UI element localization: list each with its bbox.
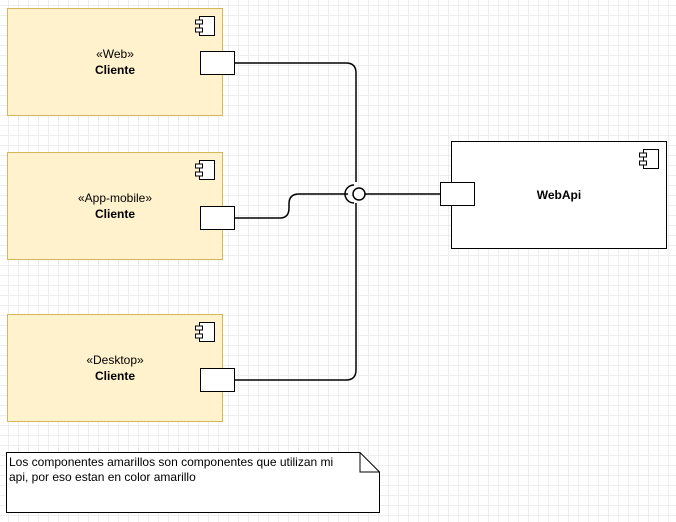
desktop-client-port[interactable] — [200, 368, 235, 392]
web-to-interface-line — [235, 62, 357, 182]
note[interactable]: Los componentes amarillos son componente… — [6, 452, 380, 513]
mobile-client-port[interactable] — [200, 206, 235, 230]
component-icon — [195, 16, 215, 36]
webapi-port[interactable] — [440, 182, 475, 206]
mobile-client-name: Cliente — [94, 207, 135, 221]
note-shape — [6, 452, 380, 513]
component-icon — [195, 160, 215, 180]
mobile-to-interface-line — [235, 193, 348, 219]
desktop-to-interface-line — [235, 203, 357, 381]
provided-interface-ball — [352, 187, 366, 201]
note-text: Los componentes amarillos son componente… — [9, 455, 334, 484]
component-icon — [639, 149, 659, 169]
component-icon — [195, 322, 215, 342]
webapi-component[interactable]: WebApi — [451, 141, 667, 249]
web-client-name: Cliente — [94, 63, 135, 77]
web-client-component[interactable]: «Web» Cliente — [7, 8, 223, 116]
mobile-client-stereotype: «App-mobile» — [77, 191, 153, 205]
desktop-client-component[interactable]: «Desktop» Cliente — [7, 314, 223, 422]
desktop-client-stereotype: «Desktop» — [86, 353, 144, 367]
webapi-name: WebApi — [536, 188, 582, 202]
mobile-client-component[interactable]: «App-mobile» Cliente — [7, 152, 223, 260]
web-client-stereotype: «Web» — [96, 47, 134, 61]
web-client-port[interactable] — [200, 51, 235, 75]
required-interface-socket — [344, 184, 355, 204]
desktop-client-name: Cliente — [94, 369, 135, 383]
